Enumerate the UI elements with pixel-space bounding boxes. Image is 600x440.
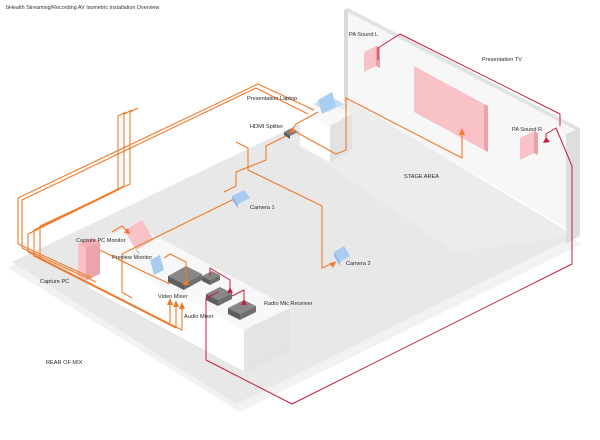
stage-floor: [300, 100, 575, 252]
audio-cable-radio-mic: [209, 267, 231, 290]
video-cable-camera-2: [235, 141, 337, 269]
wall-top: [344, 8, 580, 130]
diagram-title: bHealth Streaming/Recording AV Isometric…: [6, 5, 159, 11]
label-camera-2: Camera 2: [346, 261, 371, 267]
mix-desk-side: [244, 308, 290, 372]
room-structure: [8, 8, 582, 412]
label-audio-mixer: Audio Mixer: [184, 314, 214, 320]
video-cable-laptop-left-2: [21, 87, 309, 283]
label-radio-mic-receiver: Radio Mic Receiver: [264, 301, 313, 307]
video-cable-monitor: [111, 225, 129, 233]
label-video-mixer: Video Mixer: [158, 294, 188, 300]
video-cables: [17, 83, 463, 331]
back-wall-edge: [344, 8, 348, 102]
label-camera-1: Camera 1: [250, 205, 275, 211]
camera-1: [232, 190, 250, 208]
audio-cable-pa-right: [205, 127, 573, 405]
label-rear-of-mix: REAR OF MIX: [46, 360, 83, 366]
capture-pc: [78, 238, 100, 280]
right-wall: [566, 128, 580, 244]
pa-speaker-left: [364, 46, 380, 72]
audio-cable-receiver: [231, 289, 245, 302]
label-capture-pc: Capture PC: [40, 279, 69, 285]
label-capture-pc-monitor: Capture PC Monitor: [76, 238, 126, 244]
mix-desk-front: [88, 246, 244, 372]
video-cable-route-b: [33, 109, 177, 329]
video-cable-preview: [163, 253, 187, 282]
video-cable-laptop-splitter: [291, 111, 319, 131]
video-cable-route-c: [39, 107, 183, 331]
pa-speaker-right: [520, 131, 538, 160]
label-pa-sound-l: PA Sound L: [349, 32, 378, 38]
label-pa-sound-r: PA Sound R: [512, 127, 542, 133]
video-cable-camera-1: [121, 199, 233, 299]
label-presentation-laptop: Presentation Laptop: [247, 96, 297, 102]
label-preview-monitor: Preview Monitor: [112, 255, 152, 261]
label-hdmi-splitter: HDMI Splitter: [250, 124, 283, 130]
presentation-tv: [414, 66, 488, 152]
presentation-laptop: [314, 92, 344, 114]
video-cable-capture-pc: [99, 249, 171, 285]
label-stage-area: STAGE AREA: [404, 174, 439, 180]
label-presentation-tv: Presentation TV: [482, 57, 522, 63]
audio-cables: [205, 33, 573, 405]
video-cable-splitter-mixer: [223, 135, 287, 193]
video-cable-laptop-left: [17, 83, 315, 279]
audio-cable-pa-left: [377, 33, 561, 126]
device-labels: PA Sound L Presentation TV Presentation …: [40, 32, 542, 366]
preview-monitor: [150, 255, 164, 275]
radio-mic-receiver: [228, 300, 256, 320]
video-cable-splitter-tv: [295, 97, 463, 159]
mixer-interface: [202, 271, 220, 285]
audio-arrowheads: [227, 137, 550, 305]
camera-2: [334, 246, 350, 266]
video-mixer: [168, 266, 202, 290]
video-arrowheads: [124, 127, 465, 309]
